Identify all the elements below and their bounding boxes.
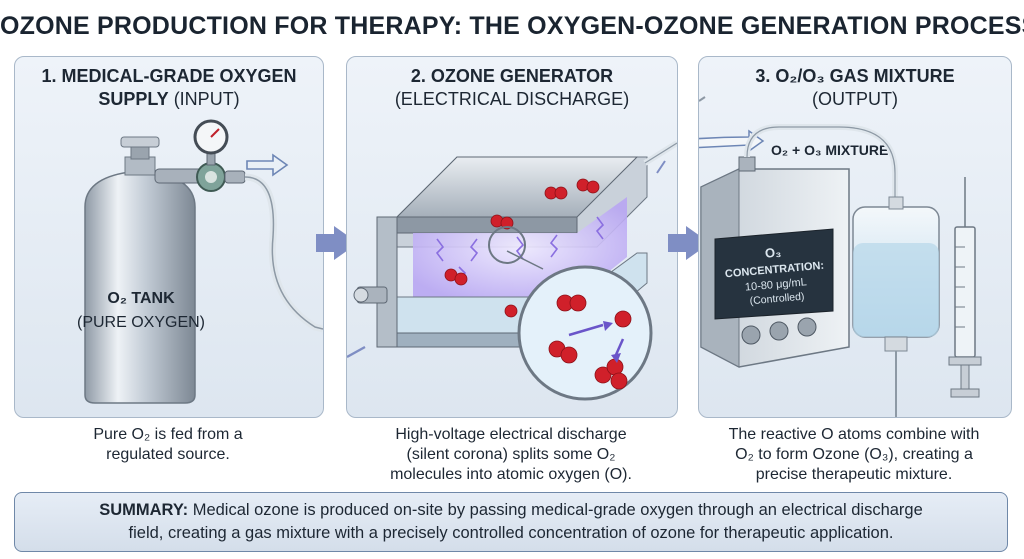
panel-ozone-generator: 2. OZONE GENERATOR (ELECTRICAL DISCHARGE…	[346, 56, 678, 418]
panel-2-heading-line1: 2. OZONE GENERATOR	[410, 66, 614, 86]
display-line1: O₃	[764, 244, 781, 260]
flow-arrow-icon	[246, 153, 289, 177]
panel-2-heading: 2. OZONE GENERATOR (ELECTRICAL DISCHARGE…	[347, 65, 677, 111]
caption-3-line2: O₂ to form Ozone (O₃), creating a	[735, 446, 973, 463]
panel-3-heading-line2: (OUTPUT)	[812, 89, 898, 109]
output-illustration: O₂ + O₃ MIXTURE O₃ CONCENTRATION: 10-80 …	[699, 96, 982, 417]
magnifier-icon	[488, 226, 653, 401]
summary-label: SUMMARY:	[99, 501, 189, 519]
ozone-analyzer-icon	[700, 156, 850, 368]
oxygen-molecule-icons	[444, 178, 600, 318]
mixture-label: O₂ + O₃ MIXTURE	[771, 142, 888, 158]
panel-2-heading-line2: (ELECTRICAL DISCHARGE)	[394, 89, 630, 109]
panel-3-heading: 3. O₂/O₃ GAS MIXTURE (OUTPUT)	[699, 65, 1011, 111]
caption-3-line3: precise therapeutic mixture.	[755, 466, 953, 483]
summary-box: SUMMARY: Medical ozone is produced on-si…	[14, 492, 1008, 552]
regulator-icon	[154, 119, 246, 192]
display-line4: (Controlled)	[749, 291, 805, 308]
panel-1-heading-bold: SUPPLY	[98, 89, 169, 109]
iv-bag-icon	[852, 196, 940, 417]
caption-3-line1: The reactive O atoms combine with	[728, 426, 980, 443]
mixture-flow-arrow-icon	[699, 129, 765, 153]
panel-oxygen-supply: 1. MEDICAL-GRADE OXYGEN SUPPLY (INPUT)	[14, 56, 324, 418]
panel-gas-mixture: 3. O₂/O₃ GAS MIXTURE (OUTPUT) O₂ + O₃ MI…	[698, 56, 1012, 418]
display-line3: 10-80 μg/mL	[744, 276, 807, 293]
tank-label: O₂ TANK (PURE OXYGEN)	[77, 290, 205, 331]
panel-1-heading: 1. MEDICAL-GRADE OXYGEN SUPPLY (INPUT)	[15, 65, 323, 111]
caption-2-line1: High-voltage electrical discharge	[395, 426, 627, 443]
caption-oxygen-supply: Pure O₂ is fed from a regulated source.	[14, 425, 322, 465]
summary-text-line2: field, creating a gas mixture with a pre…	[128, 524, 894, 542]
ozone-generator-illustration	[347, 140, 677, 401]
syringe-icon	[948, 177, 982, 398]
caption-1-line1: Pure O₂ is fed from a	[93, 426, 243, 443]
caption-2-line3: molecules into atomic oxygen (O).	[390, 466, 632, 483]
tank-label-line2: (PURE OXYGEN)	[77, 314, 205, 331]
oxygen-supply-illustration	[84, 119, 323, 404]
caption-2-line2: (silent corona) splits some O₂	[406, 446, 616, 463]
caption-ozone-generator: High-voltage electrical discharge (silen…	[346, 425, 676, 485]
outlet-arrow-icon	[656, 160, 666, 174]
panel-3-heading-line1: 3. O₂/O₃ GAS MIXTURE	[755, 66, 955, 86]
panel-1-heading-rest: (INPUT)	[168, 89, 240, 109]
caption-gas-mixture: The reactive O atoms combine with O₂ to …	[698, 425, 1010, 485]
oxygen-tank-icon	[84, 136, 196, 404]
page-title: OZONE PRODUCTION FOR THERAPY: THE OXYGEN…	[0, 12, 1024, 40]
panel-1-heading-line1: 1. MEDICAL-GRADE OXYGEN	[41, 66, 297, 86]
summary-text-line1: Medical ozone is produced on-site by pas…	[188, 501, 923, 519]
tank-label-line1: O₂ TANK	[107, 290, 175, 307]
caption-1-line2: regulated source.	[106, 446, 230, 463]
